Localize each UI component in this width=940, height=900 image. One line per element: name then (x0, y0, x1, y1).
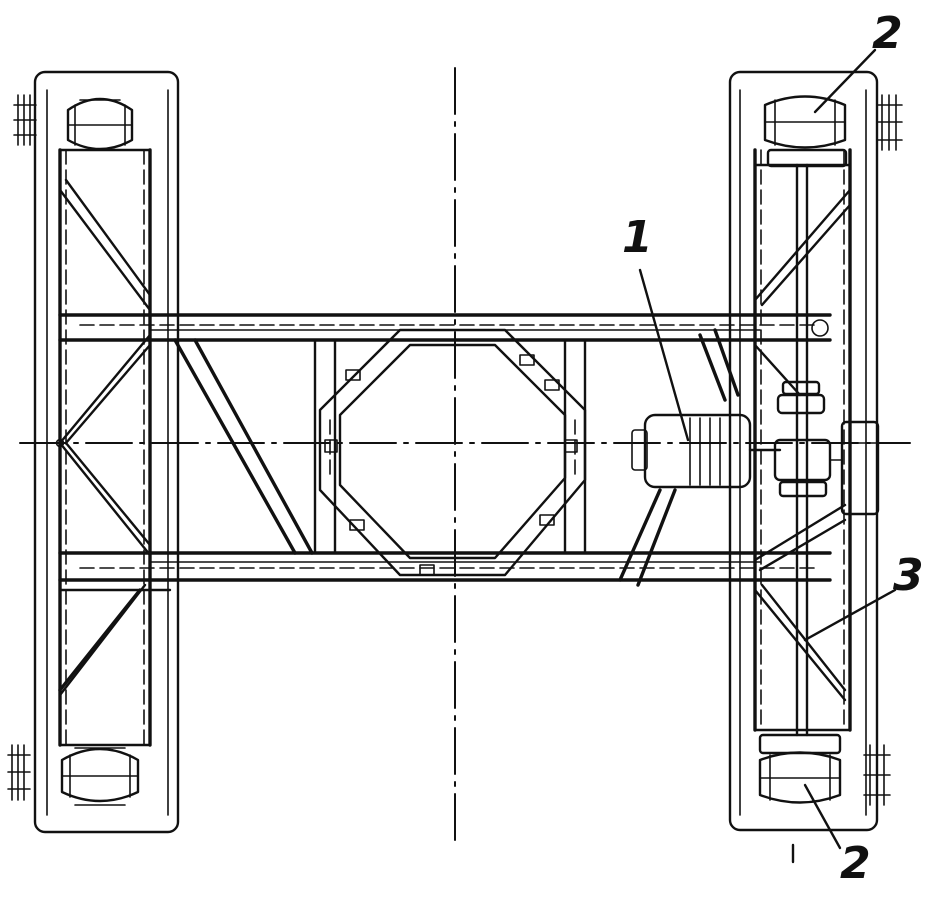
left-bottom-wheel (60, 747, 140, 806)
gearbox (829, 420, 880, 516)
upper-cross-beam (58, 313, 832, 342)
right-bottom-buffer (863, 744, 891, 806)
traction-motor (618, 328, 782, 587)
callout-wheel-top: 2 (872, 8, 903, 59)
inner-bracing (58, 338, 587, 592)
leader-lines (638, 48, 897, 864)
right-bottom-wheel (758, 733, 842, 804)
callout-motor: 1 (622, 212, 653, 263)
right-side-frame (728, 70, 879, 832)
left-side-frame (33, 70, 180, 834)
callout-wheel-bottom: 2 (840, 838, 871, 889)
left-top-buffer (13, 94, 37, 146)
callout-shaft: 3 (893, 550, 924, 601)
right-top-wheel (763, 95, 848, 168)
right-top-buffer (876, 94, 903, 151)
left-top-wheel (66, 97, 134, 151)
left-bottom-buffer (7, 744, 31, 801)
lower-cross-beam (58, 551, 832, 582)
central-pivot-ring (318, 328, 587, 577)
